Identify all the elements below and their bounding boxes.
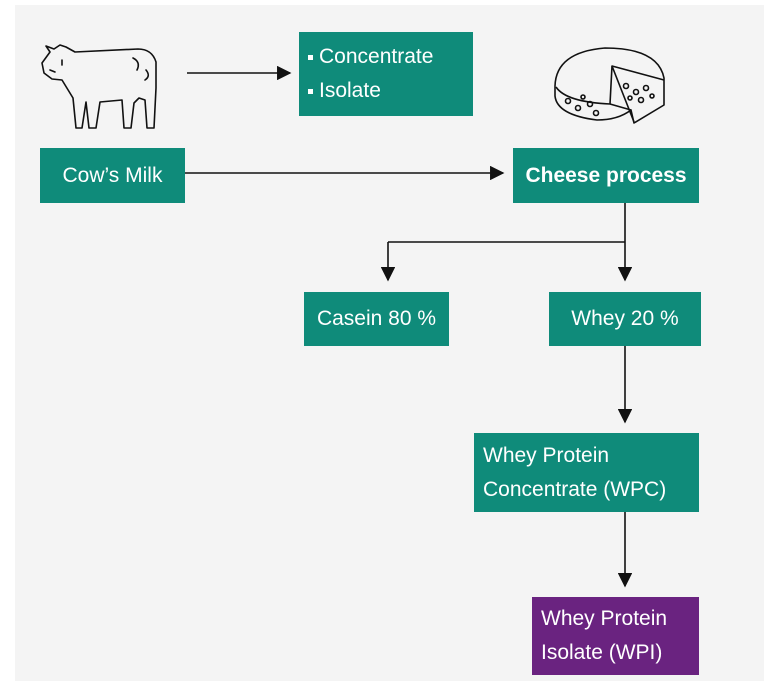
cows-milk-label: Cow’s Milk	[62, 163, 163, 187]
wpi-label-line2: Isolate (WPI)	[541, 641, 663, 664]
types-list-item: Concentrate	[308, 40, 433, 74]
cheese-process-label: Cheese process	[525, 163, 687, 187]
wpi-box: Whey Protein Isolate (WPI)	[532, 597, 699, 675]
wpc-label-line1: Whey Protein	[483, 443, 610, 467]
cheese-process-box: Cheese process	[513, 148, 699, 203]
types-list-item: Isolate	[308, 74, 381, 108]
types-list-box: Concentrate Isolate	[299, 32, 473, 116]
whey-box: Whey 20 %	[549, 292, 701, 346]
wpi-label-line1: Whey Protein	[541, 607, 668, 630]
types-list-label: Isolate	[319, 79, 381, 102]
diagram-canvas: Concentrate Isolate Cow’s Milk Cheese pr…	[15, 5, 764, 681]
cheese-icon	[554, 47, 665, 124]
casein-label: Casein 80 %	[316, 307, 437, 330]
wpc-box: Whey Protein Concentrate (WPC)	[474, 433, 699, 512]
whey-label: Whey 20 %	[571, 307, 679, 330]
casein-box: Casein 80 %	[304, 292, 449, 346]
wpc-label-line2: Concentrate (WPC)	[483, 477, 667, 501]
cows-milk-box: Cow’s Milk	[40, 148, 185, 203]
cow-icon	[41, 44, 157, 129]
types-list-label: Concentrate	[319, 45, 434, 68]
